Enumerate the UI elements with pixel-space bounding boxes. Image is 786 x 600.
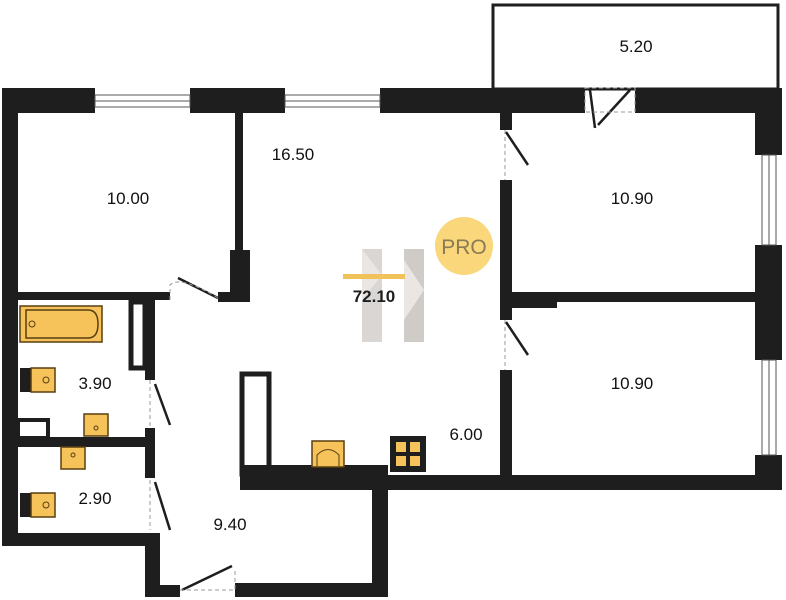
watermark-logo	[362, 249, 424, 342]
room-area-bathroom: 3.90	[78, 374, 111, 393]
windows	[94, 94, 777, 456]
room-area-balcony: 5.20	[619, 37, 652, 56]
room-area-kitchen: 6.00	[449, 425, 482, 444]
kitchen-sink-icon	[311, 440, 345, 468]
room-area-hallway: 9.40	[213, 515, 246, 534]
walls	[2, 88, 782, 597]
room-area-bedroom-left: 10.00	[107, 189, 150, 208]
pro-badge-label: PRO	[441, 236, 487, 259]
pro-badge	[435, 217, 493, 275]
room-area-bedroom-top-right: 10.90	[611, 189, 654, 208]
balcony-outline	[491, 3, 780, 91]
total-area: 72.10	[353, 287, 396, 306]
bathtub-icon	[19, 305, 103, 343]
sink-icon	[60, 446, 86, 470]
stove-icon	[390, 436, 426, 472]
area-accent-line	[343, 274, 405, 279]
room-area-bedroom-bottom-right: 10.90	[611, 374, 654, 393]
room-area-living: 16.50	[272, 145, 315, 164]
doors	[149, 87, 636, 592]
toilet-icon	[20, 492, 56, 518]
sink-icon	[83, 413, 109, 437]
toilet-icon	[20, 367, 56, 393]
room-area-toilet: 2.90	[78, 489, 111, 508]
